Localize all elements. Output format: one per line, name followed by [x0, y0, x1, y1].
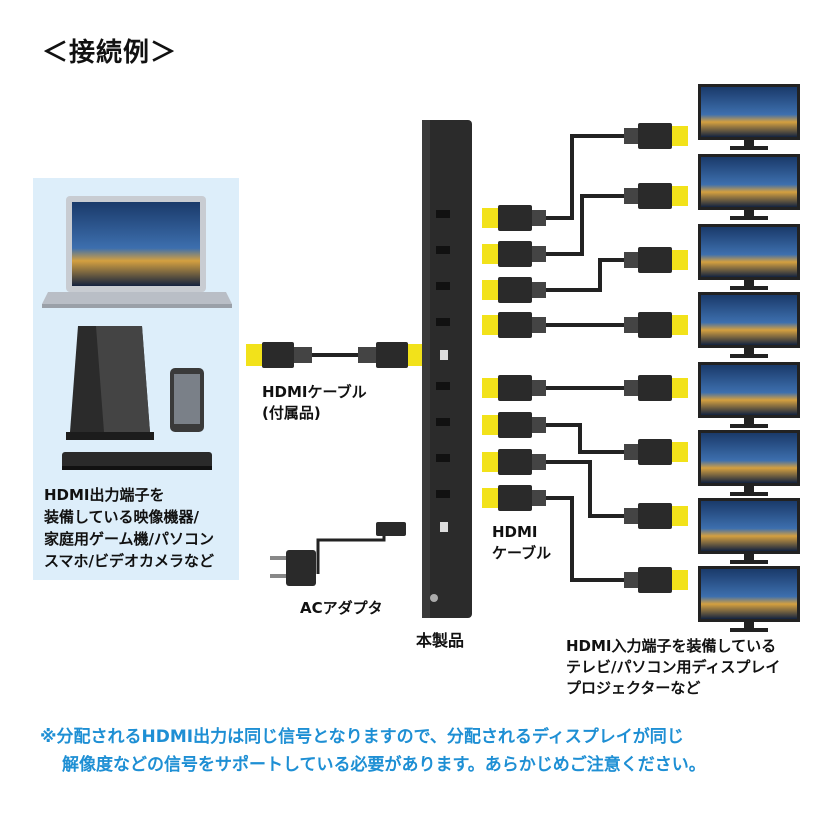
source-caption-line: スマホ/ビデオカメラなど — [44, 552, 215, 570]
display-8 — [698, 566, 800, 632]
hdmi-cable-label-line1: HDMI — [492, 523, 538, 541]
sink-caption-line3: プロジェクターなど — [566, 679, 701, 697]
game-console-icon — [66, 326, 154, 440]
caution-note-line2: 解像度などの信号をサポートしている必要があります。あらかじめご注意ください。 — [62, 755, 706, 775]
display-6 — [698, 430, 800, 496]
display-4 — [698, 292, 800, 358]
hdmi-cable-label-line2: ケーブル — [492, 544, 552, 562]
splitter-device — [422, 120, 472, 618]
display-5 — [698, 362, 800, 428]
included-cable-label-line2: (付属品) — [262, 404, 321, 422]
display-1 — [698, 84, 800, 150]
caution-note: ※分配されるHDMI出力は同じ信号となりますので、分配されるディスプレイが同じ … — [40, 723, 800, 779]
hdmi-plugs-left — [482, 205, 546, 511]
sink-devices-caption: HDMI入力端子を装備している テレビ/パソコン用ディスプレイ プロジェクターな… — [566, 636, 780, 699]
media-player-icon — [62, 452, 212, 470]
display-7 — [698, 498, 800, 564]
source-caption-line: 家庭用ゲーム機/パソコン — [44, 530, 215, 548]
output-cables — [545, 134, 630, 582]
display-monitors — [698, 84, 800, 632]
display-2 — [698, 154, 800, 220]
hdmi-cable-label: HDMI ケーブル — [492, 522, 551, 564]
laptop-icon — [42, 196, 232, 308]
ac-adapter-icon — [270, 522, 406, 586]
included-cable-label-line1: HDMIケーブル — [262, 383, 367, 401]
sink-caption-line1: HDMI入力端子を装備している — [566, 637, 777, 655]
smartphone-icon — [170, 368, 204, 432]
ac-adapter-label: ACアダプタ — [300, 599, 383, 617]
product-label: 本製品 — [416, 631, 465, 650]
included-cable-label: HDMIケーブル (付属品) — [262, 382, 367, 424]
sink-caption-line2: テレビ/パソコン用ディスプレイ — [566, 658, 781, 676]
display-3 — [698, 224, 800, 290]
source-caption-line: HDMI出力端子を — [44, 486, 165, 504]
source-devices-caption: HDMI出力端子を 装備している映像機器/ 家庭用ゲーム機/パソコン スマホ/ビ… — [44, 484, 244, 572]
caution-note-line1: ※分配されるHDMI出力は同じ信号となりますので、分配されるディスプレイが同じ — [40, 727, 684, 747]
heading: ＜接続例＞ — [42, 38, 178, 68]
source-caption-line: 装備している映像機器/ — [44, 508, 200, 526]
hdmi-plugs-right — [624, 123, 688, 593]
hdmi-cable-included-icon — [246, 342, 424, 368]
